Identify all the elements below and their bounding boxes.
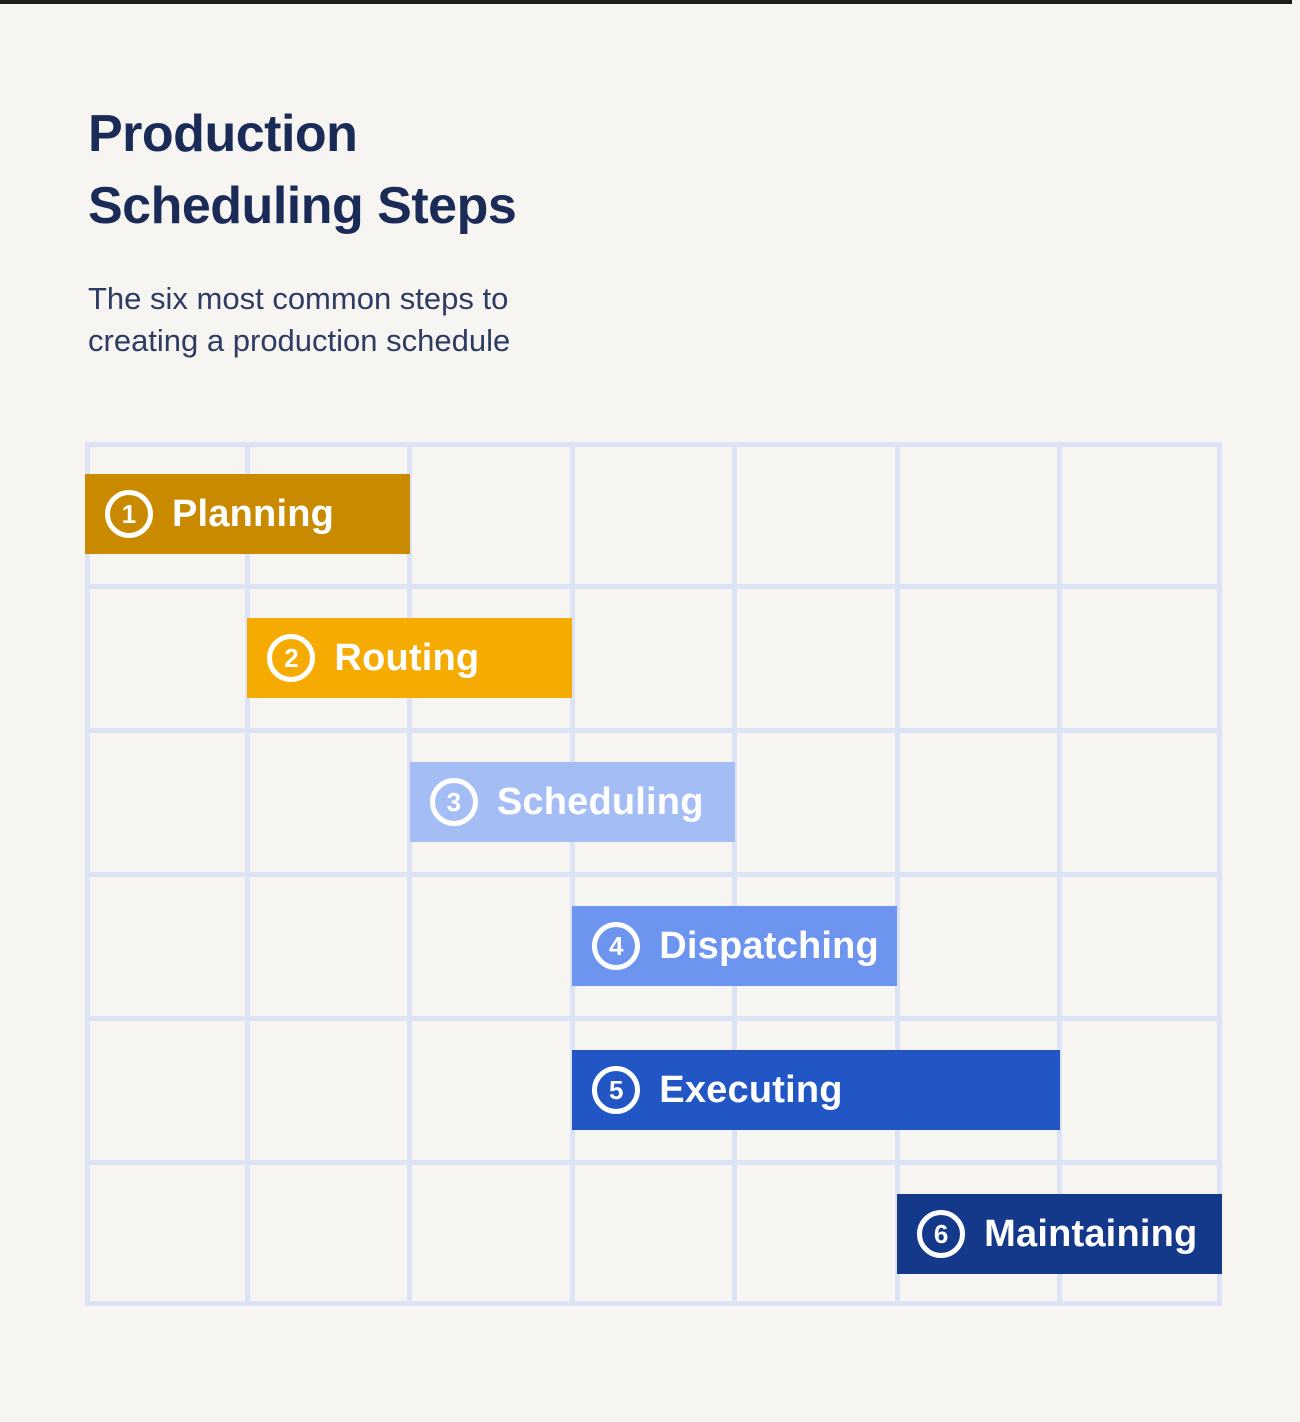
page-subtitle-line-1: The six most common steps to xyxy=(88,281,509,316)
gantt-chart: 1 Planning 2 Routing 3 Scheduling 4 Dispatching… xyxy=(85,442,1222,1306)
step-number-badge: 3 xyxy=(429,778,478,826)
grid-hline-3 xyxy=(85,871,1222,877)
header: Production Scheduling Steps The six most… xyxy=(88,98,517,362)
gantt-bar-scheduling: 3 Scheduling xyxy=(409,762,735,842)
grid-hline-1 xyxy=(85,583,1222,589)
step-number-badge: 6 xyxy=(917,1210,966,1258)
gantt-bar-maintaining: 6 Maintaining xyxy=(897,1194,1222,1274)
gantt-bar-label: Executing xyxy=(659,1068,843,1111)
step-number-badge: 4 xyxy=(592,922,641,970)
grid-hline-2 xyxy=(85,727,1222,733)
gantt-bar-planning: 1 Planning xyxy=(85,474,410,554)
grid-hline-0 xyxy=(85,442,1222,447)
page-title-line-2: Scheduling Steps xyxy=(88,177,517,235)
page-title: Production Scheduling Steps xyxy=(88,98,517,242)
grid-hline-4 xyxy=(85,1015,1222,1021)
gantt-bar-label: Dispatching xyxy=(659,924,879,967)
gantt-bar-dispatching: 4 Dispatching xyxy=(572,906,898,986)
gantt-bar-label: Scheduling xyxy=(496,780,704,823)
step-number-badge: 1 xyxy=(105,490,153,538)
gantt-bar-routing: 2 Routing xyxy=(247,618,573,698)
page-title-line-1: Production xyxy=(88,105,358,163)
page-subtitle: The six most common steps to creating a … xyxy=(88,278,516,362)
gantt-bar-executing: 5 Executing xyxy=(572,1050,1060,1130)
grid-hline-6 xyxy=(85,1301,1222,1306)
gantt-bar-label: Maintaining xyxy=(984,1212,1198,1255)
grid-hline-5 xyxy=(85,1159,1222,1165)
page-subtitle-line-2: creating a production schedule xyxy=(88,323,511,358)
gantt-bar-label: Planning xyxy=(172,492,335,535)
gantt-bar-label: Routing xyxy=(334,636,480,679)
step-number-badge: 2 xyxy=(267,634,316,682)
top-accent-strip xyxy=(0,0,1292,4)
step-number-badge: 5 xyxy=(592,1066,641,1114)
